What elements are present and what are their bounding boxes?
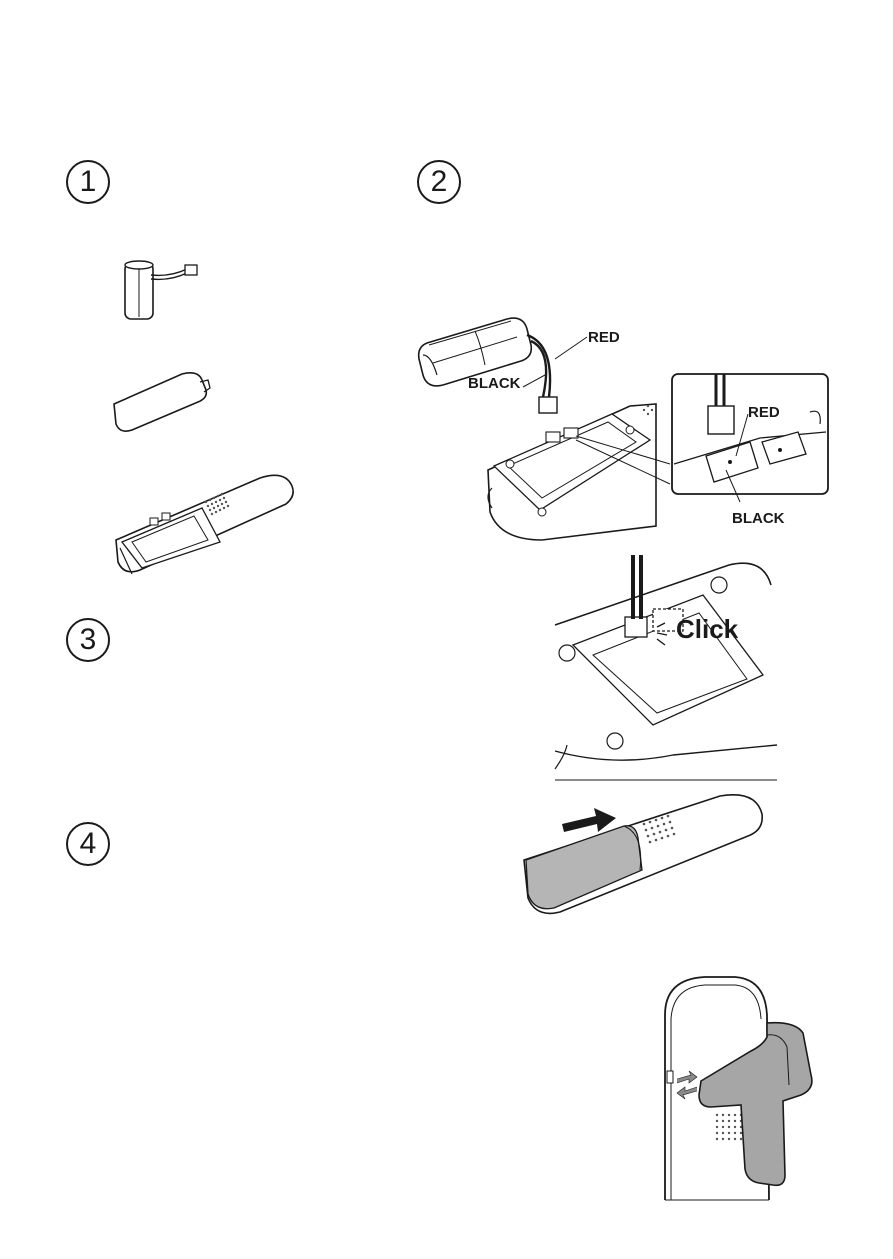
- red-label-closeup: RED: [748, 404, 780, 421]
- belt-clip-icon: [655, 975, 825, 1200]
- connector-click-icon: [553, 555, 783, 780]
- black-label-top: BLACK: [468, 375, 521, 392]
- cover-slide-icon: [520, 790, 770, 920]
- battery-cover-icon: [110, 368, 220, 438]
- step-4-number: 4: [66, 822, 110, 866]
- battery-pack-icon: [115, 255, 215, 325]
- step-2-number: 2: [417, 160, 461, 204]
- handset-back-icon: [110, 470, 300, 580]
- handset-base-icon: [480, 400, 660, 540]
- black-label-closeup: BLACK: [732, 510, 785, 527]
- connector-closeup-icon: [670, 372, 830, 497]
- red-label-top: RED: [588, 329, 620, 346]
- slide-arrow-icon: [560, 806, 620, 836]
- click-label: Click: [676, 614, 738, 645]
- step-3-number: 3: [66, 618, 110, 662]
- step-1-number: 1: [66, 160, 110, 204]
